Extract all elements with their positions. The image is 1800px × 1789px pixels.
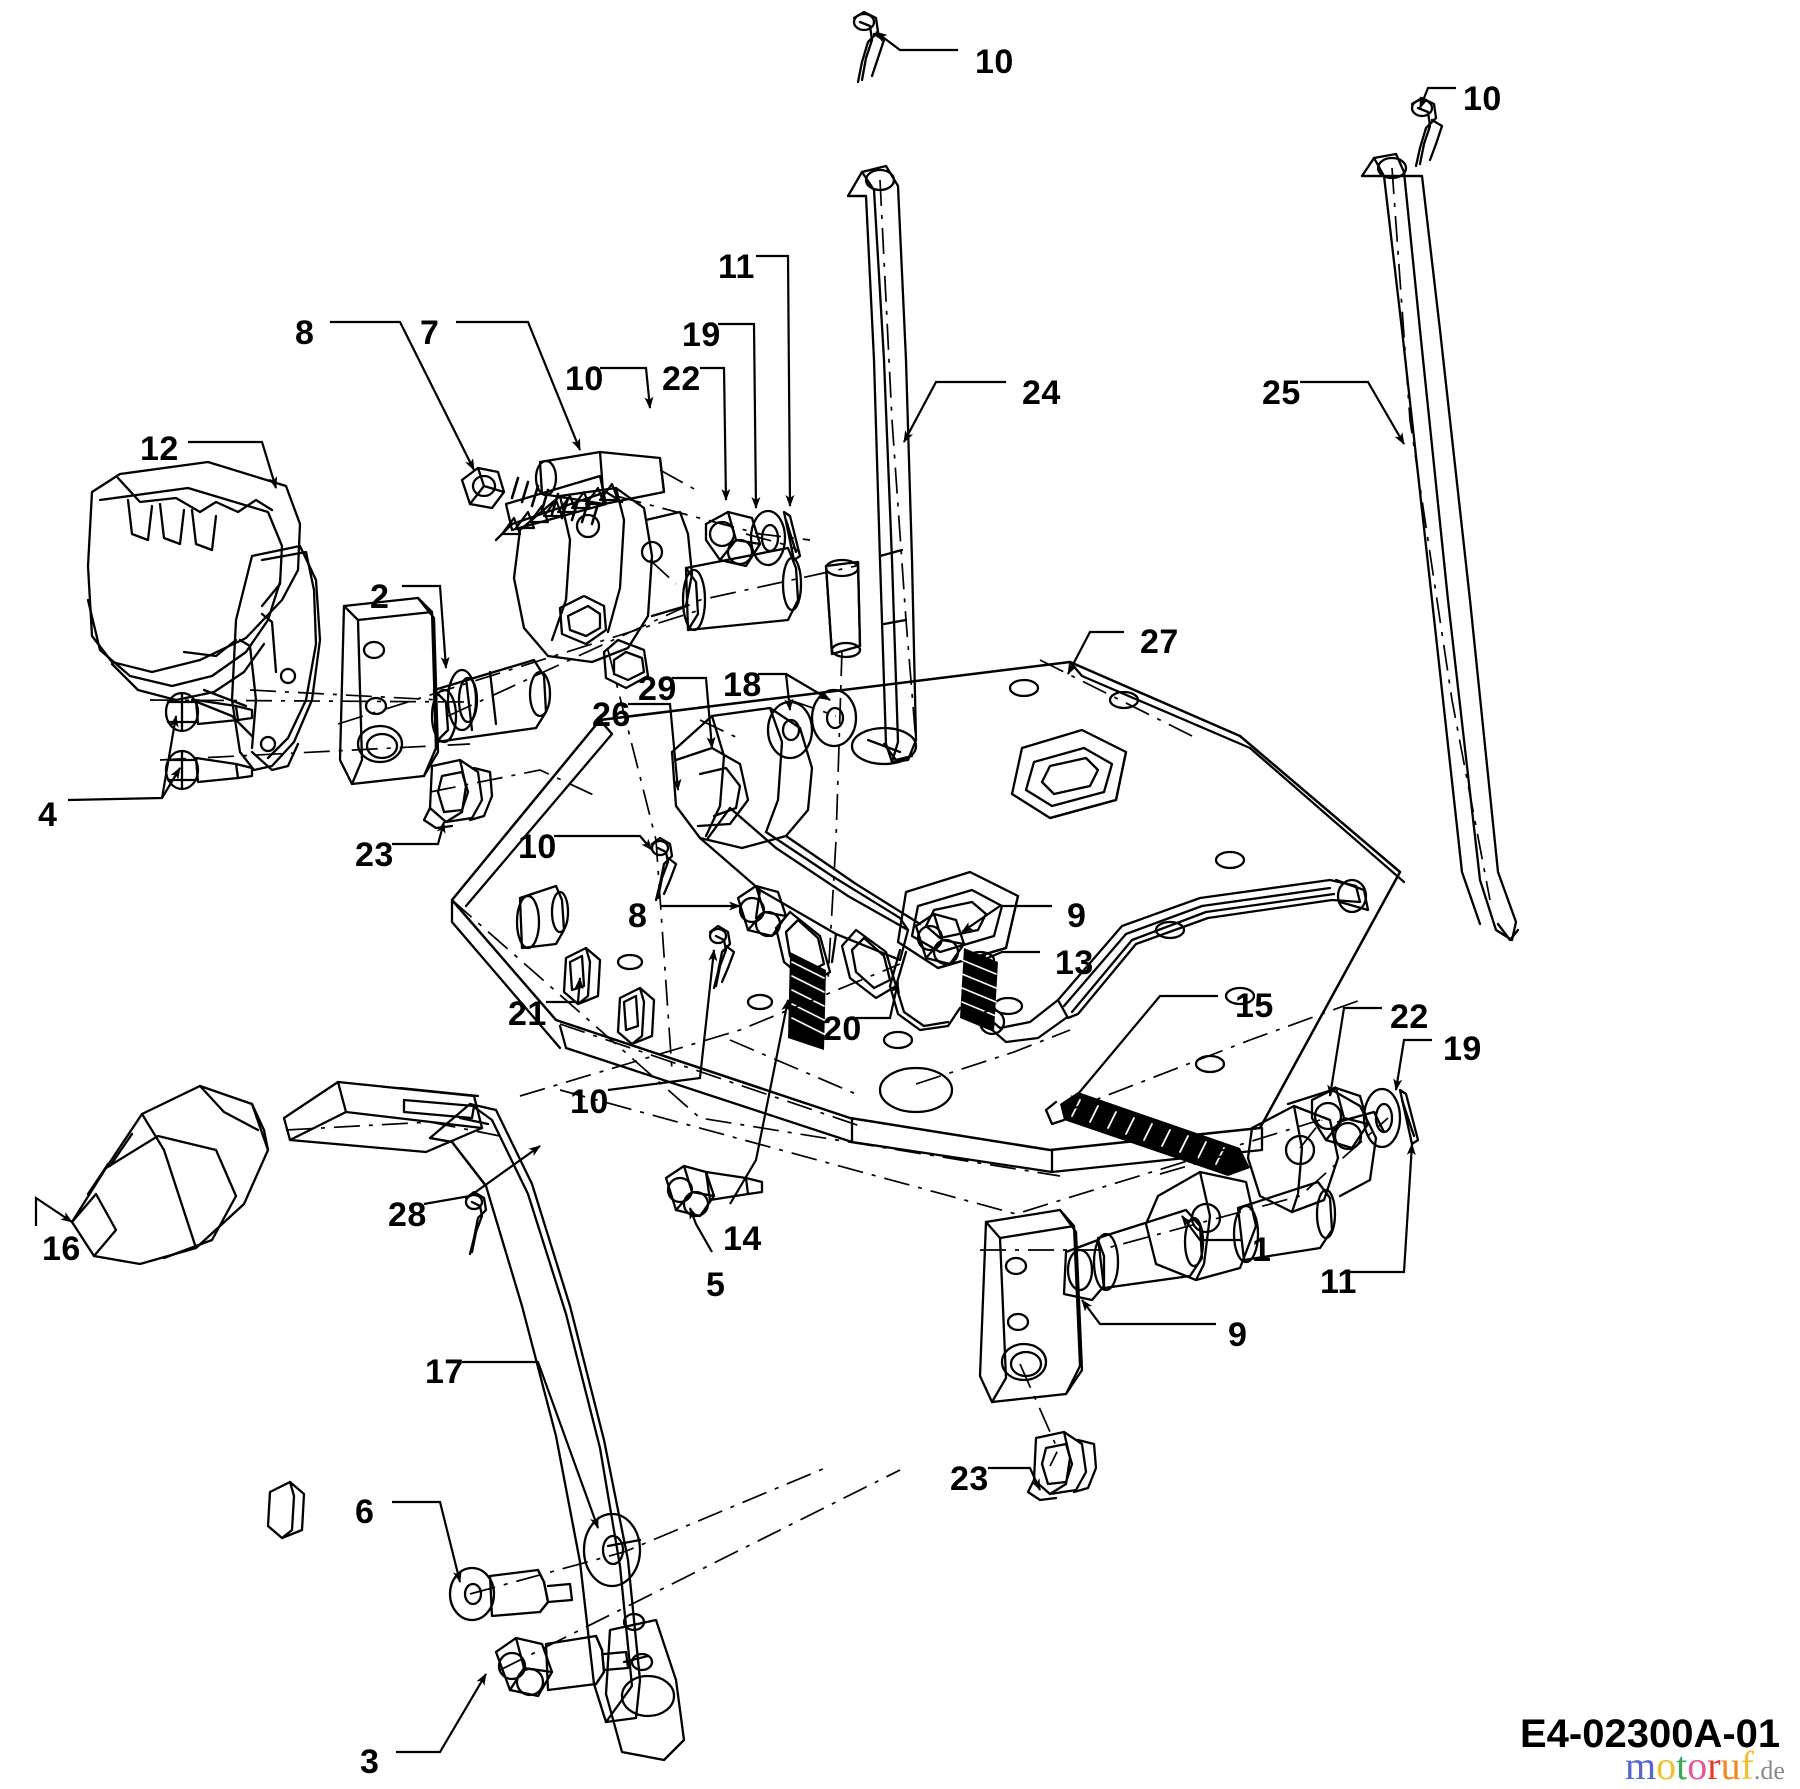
callout-label: 8 bbox=[628, 897, 648, 935]
callout-label: 18 bbox=[723, 666, 762, 704]
callout-label: 13 bbox=[1055, 944, 1094, 982]
site-watermark: motoruf.de bbox=[1625, 1742, 1785, 1789]
callout-label: 20 bbox=[823, 1010, 862, 1048]
part-hairpin-retainer-right bbox=[1026, 1430, 1098, 1502]
callout-label: 12 bbox=[140, 430, 179, 468]
part-handle-grip-housing bbox=[86, 460, 322, 772]
callout-label: 5 bbox=[706, 1266, 726, 1304]
callout-label: 10 bbox=[570, 1083, 609, 1121]
callout-label: 19 bbox=[682, 316, 721, 354]
watermark-letter: m bbox=[1625, 1743, 1657, 1788]
callout-label: 4 bbox=[38, 796, 58, 834]
callout-label: 11 bbox=[1320, 1263, 1357, 1301]
watermark-letter: u bbox=[1720, 1743, 1741, 1788]
watermark-suffix: .de bbox=[1753, 1756, 1785, 1785]
part-bent-lift-link bbox=[978, 878, 1370, 1044]
part-lift-rod-long bbox=[846, 164, 918, 764]
watermark-letter: r bbox=[1707, 1743, 1721, 1788]
part-hairpin-clip-top-left bbox=[852, 10, 886, 84]
part-spacer-tube bbox=[824, 558, 862, 659]
part-pedal-lever-arm bbox=[282, 1080, 686, 1762]
callout-label: 9 bbox=[1067, 897, 1087, 935]
callout-label: 25 bbox=[1262, 374, 1301, 412]
callout-label: 21 bbox=[508, 995, 547, 1033]
watermark-letter: f bbox=[1740, 1743, 1754, 1788]
part-hex-nut-upper bbox=[460, 466, 506, 510]
callout-label: 26 bbox=[592, 696, 631, 734]
diagram-id-text: E4-02300A-01 bbox=[1520, 1712, 1781, 1756]
part-lift-rod-right bbox=[1360, 152, 1520, 942]
callout-label: 15 bbox=[1235, 987, 1274, 1025]
part-pivot-saddle-housing bbox=[515, 706, 922, 1050]
callout-label: 27 bbox=[1140, 623, 1179, 661]
callout-label: 7 bbox=[420, 314, 440, 352]
callout-label: 23 bbox=[950, 1460, 989, 1498]
callout-label: 29 bbox=[638, 670, 677, 708]
part-extension-spring bbox=[1044, 1092, 1250, 1176]
watermark-letter: t bbox=[1676, 1743, 1688, 1788]
callout-label: 10 bbox=[565, 360, 604, 398]
part-torsion-spring-wire bbox=[888, 948, 962, 1032]
part-hex-nut-mid bbox=[736, 884, 788, 938]
callout-label: 1 bbox=[1252, 1231, 1272, 1269]
callout-label: 3 bbox=[360, 1743, 380, 1781]
deck-pad-upper bbox=[1010, 728, 1128, 820]
callout-label: 2 bbox=[370, 578, 390, 616]
callout-label: 22 bbox=[1390, 998, 1429, 1036]
part-retainer-tab-clips bbox=[266, 946, 656, 1540]
watermark-letter: o bbox=[1656, 1743, 1677, 1788]
part-nut-washer-pin-upper bbox=[704, 509, 802, 568]
callout-label: 28 bbox=[388, 1196, 427, 1234]
part-hex-nut-right-center bbox=[914, 912, 966, 966]
part-flat-washer bbox=[582, 1512, 642, 1588]
callout-label: 24 bbox=[1022, 374, 1061, 412]
callout-label: 19 bbox=[1443, 1030, 1482, 1068]
callout-label: 23 bbox=[355, 836, 394, 874]
callout-label: 10 bbox=[518, 828, 557, 866]
callout-label: 6 bbox=[355, 1493, 375, 1531]
callout-label: 22 bbox=[662, 360, 701, 398]
part-shaft-left bbox=[430, 658, 552, 744]
part-hairpin-retainer-left bbox=[422, 758, 494, 830]
part-mid-shaft bbox=[681, 546, 803, 632]
part-ratchet-housing bbox=[494, 482, 694, 690]
callout-label: 17 bbox=[425, 1353, 464, 1391]
part-flange-nut-lower bbox=[494, 1634, 630, 1698]
part-hex-nut-bottom-center bbox=[664, 1164, 764, 1218]
part-shoulder-bolt bbox=[448, 1566, 574, 1622]
callout-label: 9 bbox=[1228, 1316, 1248, 1354]
callout-label: 8 bbox=[295, 314, 315, 352]
watermark-letter: o bbox=[1687, 1743, 1708, 1788]
part-hairpin-clip-top-right bbox=[1410, 96, 1444, 168]
callout-label: 11 bbox=[718, 248, 755, 286]
part-threaded-stud-shaft bbox=[504, 450, 666, 532]
callout-label: 14 bbox=[723, 1220, 762, 1258]
callout-label: 16 bbox=[42, 1230, 81, 1268]
callout-label: 10 bbox=[1463, 80, 1502, 118]
part-carriage-bolts-pair bbox=[164, 691, 254, 791]
part-pivot-bracket-plate bbox=[338, 596, 440, 786]
part-pedal-grip-cover bbox=[70, 1084, 270, 1266]
callout-label: 10 bbox=[975, 43, 1014, 81]
